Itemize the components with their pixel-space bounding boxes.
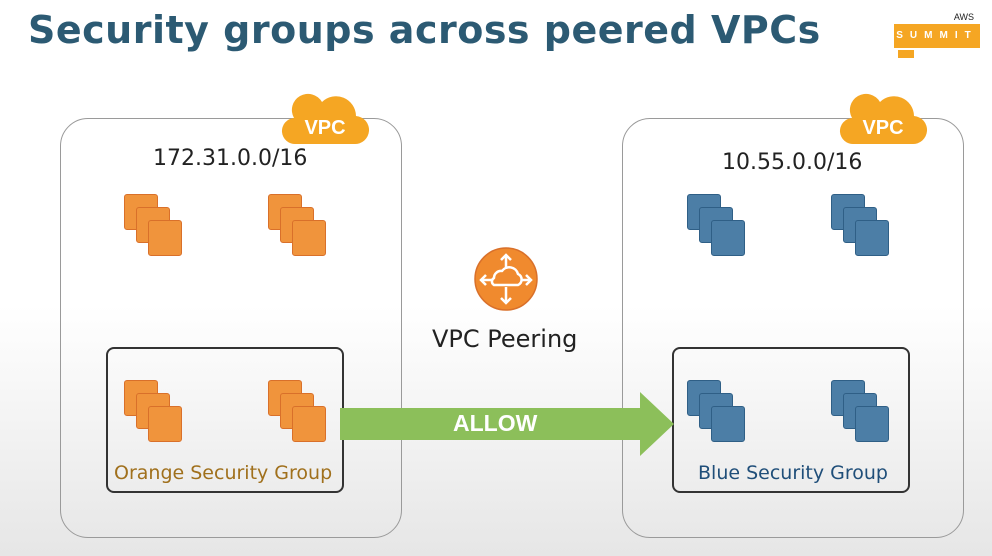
vpc-peering-icon <box>474 247 538 311</box>
vpc-peering-label: VPC Peering <box>432 325 578 353</box>
slide-title: Security groups across peered VPCs <box>28 8 821 52</box>
logo-tick <box>898 50 914 58</box>
logo-summit-text: SUMMIT <box>894 24 980 48</box>
vpc-right-cidr: 10.55.0.0/16 <box>722 150 863 175</box>
ec2-instance-icon <box>687 380 747 446</box>
vpc-cloud-icon: VPC <box>839 93 928 145</box>
vpc-right-badge: VPC <box>862 117 903 139</box>
ec2-instance-icon <box>831 380 891 446</box>
vpc-right-box <box>622 118 964 538</box>
blue-security-group-box <box>672 347 910 493</box>
orange-security-group-label: Orange Security Group <box>114 462 333 484</box>
logo-aws-text: AWS <box>953 12 974 22</box>
allow-label: ALLOW <box>453 410 538 436</box>
vpc-left-cidr: 172.31.0.0/16 <box>153 146 308 171</box>
ec2-instance-icon <box>268 194 328 260</box>
vpc-cloud-icon: VPC <box>281 93 370 145</box>
ec2-instance-icon <box>687 194 747 260</box>
ec2-instance-icon <box>124 194 184 260</box>
ec2-instance-icon <box>268 380 328 446</box>
blue-security-group-label: Blue Security Group <box>698 462 888 484</box>
aws-summit-logo: AWS SUMMIT <box>892 12 988 62</box>
vpc-left-badge: VPC <box>304 117 345 139</box>
ec2-instance-icon <box>831 194 891 260</box>
vpc-left-box <box>60 118 402 538</box>
ec2-instance-icon <box>124 380 184 446</box>
arrow-right-icon <box>340 392 674 456</box>
